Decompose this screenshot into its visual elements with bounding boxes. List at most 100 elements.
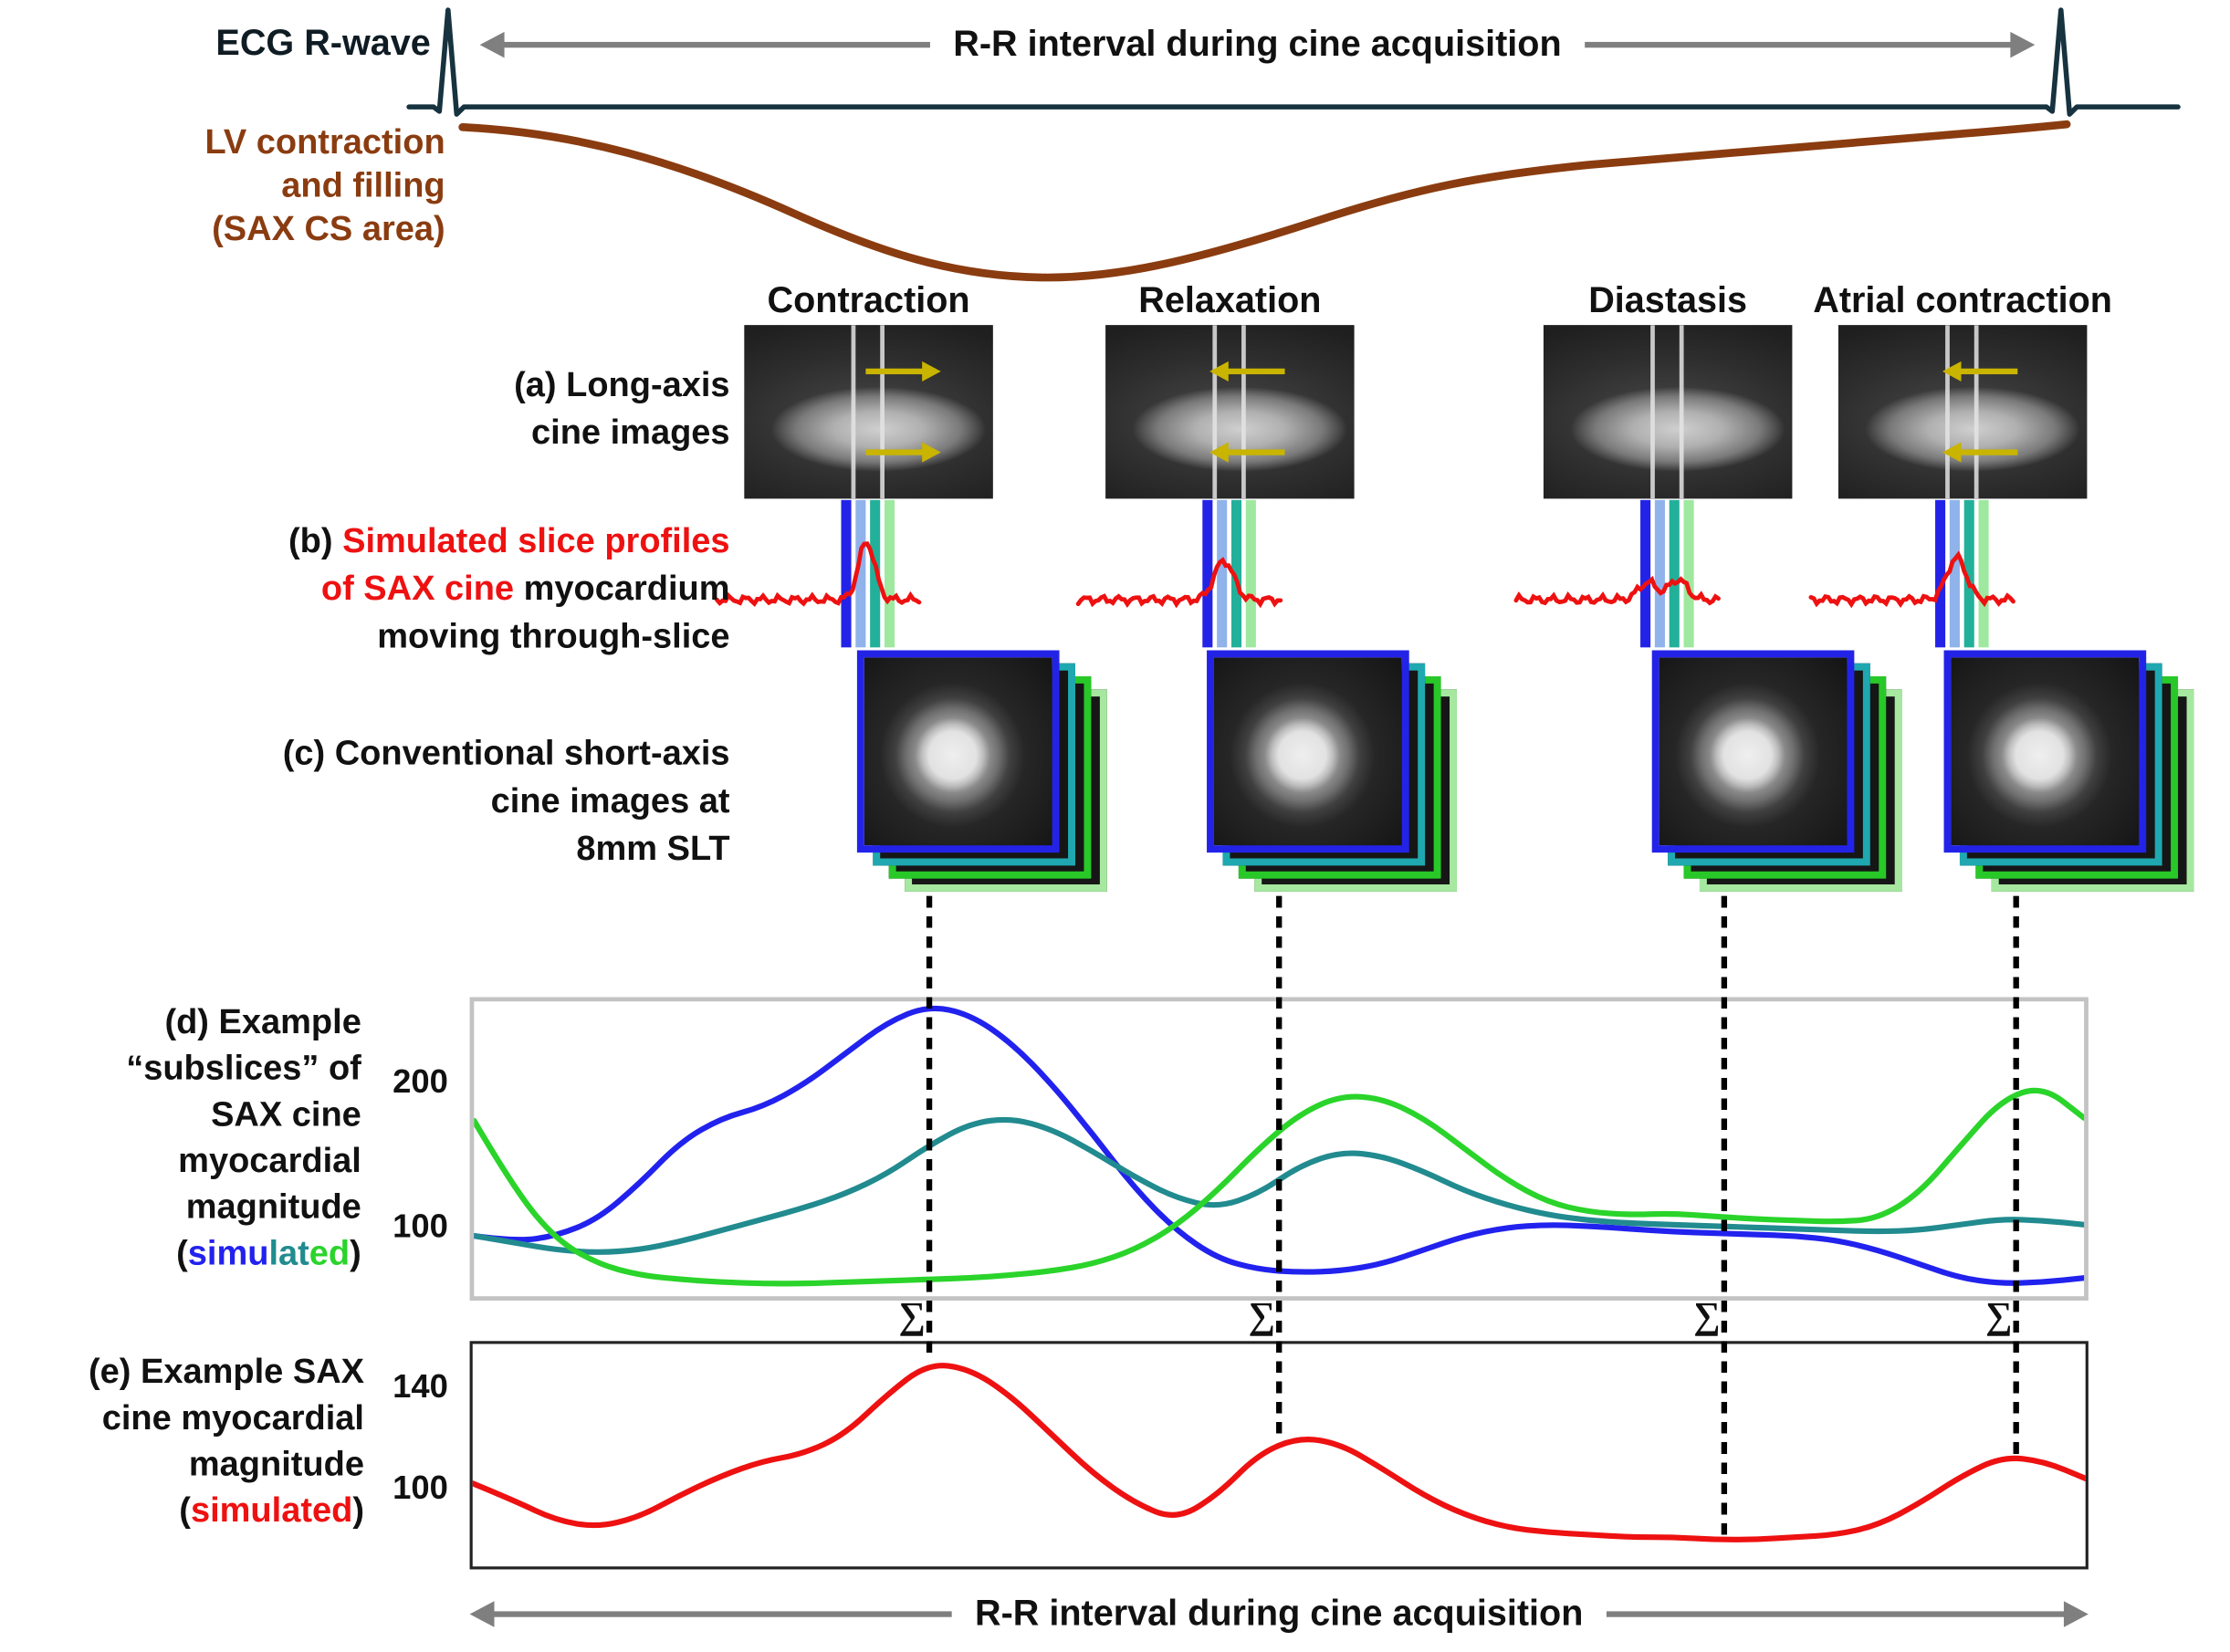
long-axis-cine-image: [1543, 325, 1793, 499]
subslice-position-bars: [1202, 499, 1257, 648]
subslice-bar: [1230, 499, 1242, 648]
label-line: (simulated): [179, 1490, 364, 1531]
subslice-bar: [884, 499, 895, 648]
through-slice-motion-arrow-icon: [1227, 368, 1285, 375]
subslice-position-bars: [1935, 499, 1990, 648]
y-tick-140: 140: [393, 1366, 448, 1405]
slice-position-line: [1973, 325, 1979, 499]
sum-symbol: ∑: [1693, 1294, 1721, 1337]
label-line: of SAX cine myocardium: [320, 569, 730, 609]
row-a-label-line: (a) Long-axis: [514, 365, 730, 405]
subslice-bar: [1669, 499, 1680, 648]
short-axis-stack: [856, 650, 1117, 910]
label-line: moving through-slice: [377, 617, 730, 656]
short-axis-stack: [1207, 650, 1467, 910]
short-axis-stack: [1651, 650, 1912, 910]
subslice-bar: [1935, 499, 1946, 648]
subslice-position-bars: [841, 499, 895, 648]
y-tick-100: 100: [393, 1207, 448, 1245]
lv-label-line: and filling: [281, 166, 445, 205]
phase-alignment-dotted-line: [1721, 895, 1728, 1542]
rr-interval-top-label: R-R interval during cine acquisition: [929, 24, 1586, 67]
label-line: magnitude: [188, 1445, 364, 1485]
row-a-label: (a) Long-axis cine images: [361, 361, 730, 456]
series-sax-cine-magnitude: [472, 1363, 2086, 1542]
arrow-head-left-icon: [469, 1601, 495, 1627]
subslice-bar: [1640, 499, 1651, 648]
label-line: magnitude: [185, 1187, 361, 1228]
arrow-head-right-icon: [2010, 31, 2036, 58]
label-line: “subslices” of: [126, 1049, 361, 1089]
subslice-bar: [1202, 499, 1213, 648]
phase-label-atrial-contraction: Atrial contraction: [1813, 280, 2112, 321]
subslice-bar: [841, 499, 852, 648]
slice-position-line: [1212, 325, 1218, 499]
slice-profile-curve: [1075, 557, 1283, 609]
slice-position-line: [851, 325, 856, 499]
sax-magnitude-plot: [469, 1341, 2089, 1570]
phase-label-contraction: Contraction: [767, 280, 970, 321]
lv-label-line: LV contraction: [204, 122, 445, 162]
through-slice-motion-arrow-icon: [865, 442, 941, 463]
long-axis-cine-image: [1837, 325, 2088, 499]
phase-label-relaxation: Relaxation: [1138, 280, 1322, 321]
subslice-bar: [855, 499, 866, 648]
sax-magnitude-chart: [472, 1363, 2086, 1542]
long-axis-cine-image: [744, 325, 993, 499]
label-line: SAX cine: [211, 1095, 361, 1134]
phase-alignment-dotted-line: [926, 895, 933, 1362]
row-c-label-line: 8mm SLT: [576, 829, 730, 869]
subslice-bar: [1654, 499, 1665, 648]
through-slice-motion-arrow-icon: [865, 361, 941, 382]
sum-symbol: ∑: [1248, 1294, 1275, 1337]
sum-symbol: ∑: [1985, 1294, 2013, 1337]
lv-contraction-curve: [458, 120, 2071, 282]
arrow-head-right-icon: [2063, 1601, 2089, 1627]
short-axis-cine-image: [1943, 650, 2147, 853]
sum-symbol: ∑: [898, 1294, 926, 1337]
subslice-bar: [1683, 499, 1694, 648]
short-axis-cine-image: [1207, 650, 1409, 853]
label-line: (e) Example SAX: [89, 1352, 364, 1392]
through-slice-motion-arrow-icon: [1959, 368, 2018, 375]
ecg-trace-path: [406, 7, 2181, 117]
row-c-label-line: (c) Conventional short-axis: [282, 734, 730, 774]
slice-position-line: [880, 325, 885, 499]
row-e-label: (e) Example SAX cine myocardial magnitude (…: [58, 1350, 364, 1535]
slice-position-line: [1650, 325, 1655, 499]
slice-position-line: [1945, 325, 1950, 499]
row-c-label: (c) Conventional short-axis cine images …: [216, 730, 730, 873]
through-slice-motion-arrow-icon: [1227, 449, 1285, 455]
label-line: (b) Simulated slice profiles: [288, 521, 730, 561]
subslice-position-bars: [1640, 499, 1695, 648]
label-line: cine myocardial: [101, 1398, 364, 1438]
subslice-bar: [1978, 499, 1989, 648]
y-tick-100: 100: [393, 1468, 448, 1506]
slice-position-line: [1241, 325, 1246, 499]
short-axis-stack: [1943, 650, 2204, 910]
row-c-label-line: cine images at: [490, 781, 730, 821]
slice-profile-curve: [714, 541, 922, 608]
phase-alignment-dotted-line: [2013, 895, 2019, 1456]
label-line: (simulated): [176, 1234, 361, 1273]
slice-profile-curve: [1513, 575, 1721, 606]
rr-interval-bottom-label: R-R interval during cine acquisition: [951, 1593, 1607, 1636]
row-b-label: (b) Simulated slice profiles of SAX cine …: [216, 518, 730, 661]
label-line: (d) Example: [164, 1002, 361, 1042]
long-axis-cine-image: [1105, 325, 1355, 499]
rr-interval-bottom-arrow: R-R interval during cine acquisition: [469, 1593, 2089, 1636]
lv-filling-label: LV contraction and filling (SAX CS area): [87, 121, 445, 251]
lv-label-line: (SAX CS area): [212, 209, 445, 249]
slice-position-line: [1679, 325, 1684, 499]
subslice-bar: [1217, 499, 1228, 648]
row-d-label: (d) Example “subslices” of SAX cine myocard…: [81, 1000, 361, 1278]
ecg-trace: [406, 7, 2181, 117]
subslice-bar: [1245, 499, 1256, 648]
label-line: myocardial: [178, 1141, 361, 1181]
subslice-bar: [1949, 499, 1960, 648]
through-slice-motion-arrow-icon: [1959, 449, 2018, 455]
subslice-bar: [870, 499, 881, 648]
y-tick-200: 200: [393, 1061, 448, 1100]
phase-alignment-dotted-line: [1276, 895, 1283, 1437]
